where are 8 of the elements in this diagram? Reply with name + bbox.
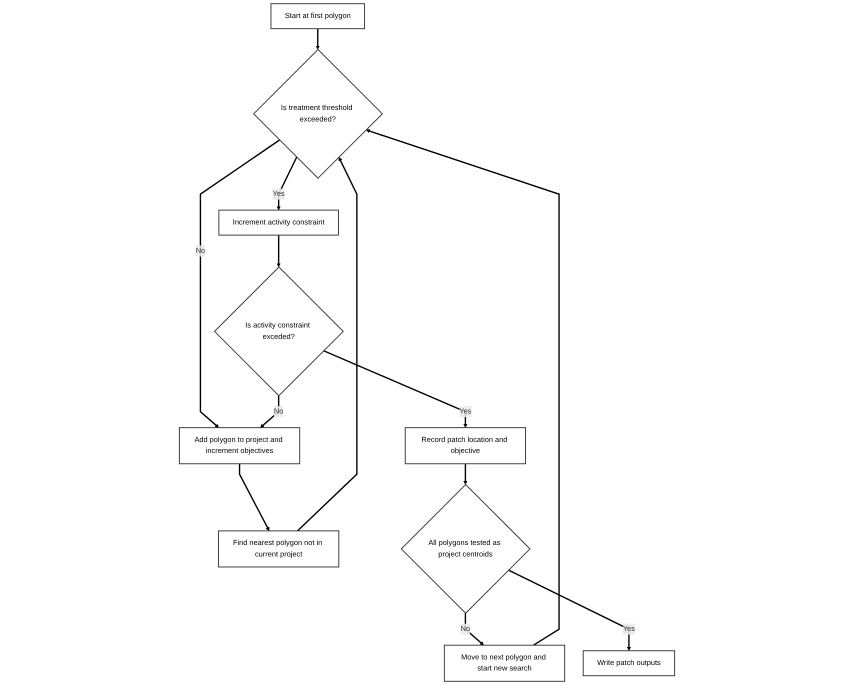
arrow — [508, 570, 631, 651]
arrow — [276, 156, 298, 210]
arrow — [323, 350, 468, 428]
arrow — [238, 464, 270, 532]
arrow — [316, 28, 320, 50]
arrow — [463, 464, 468, 485]
arrow — [297, 156, 358, 532]
arrow — [276, 235, 281, 268]
